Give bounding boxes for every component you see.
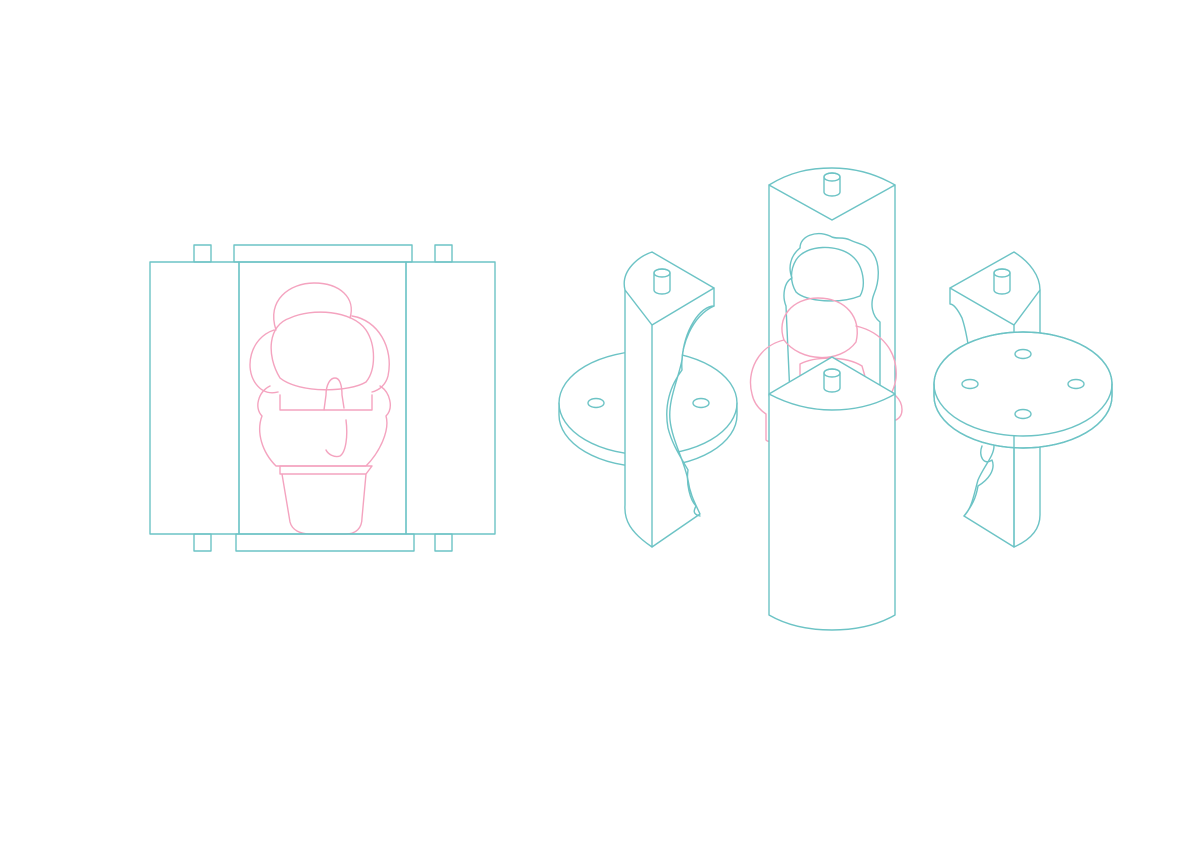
front-center-block [238, 261, 407, 535]
front-cone-cup [279, 465, 373, 535]
front-band [279, 394, 373, 411]
exploded-cone-top-scoop [781, 297, 858, 359]
front-center-drip [323, 377, 345, 411]
front-bottom-right-peg [434, 533, 453, 552]
front-top-bar [233, 244, 413, 263]
front-view-mold-frame [149, 244, 496, 552]
front-drip-detail [325, 419, 348, 458]
right-disc-hole-3 [1067, 378, 1085, 390]
right-disc-hole-1 [1014, 348, 1032, 360]
back-piece-top-face [768, 184, 896, 221]
front-lower-scoop [257, 385, 391, 467]
left-mold-piece [623, 251, 715, 548]
back-piece-cavity-inner [790, 246, 864, 302]
exploded-mold-view [558, 167, 1113, 631]
right-base-disc [933, 331, 1113, 449]
left-disc-hole-1 [587, 397, 605, 409]
front-top-left-peg [193, 244, 212, 263]
front-left-side-scoop [249, 329, 279, 394]
front-top-scoop [273, 282, 352, 331]
front-piece-top-face [768, 393, 896, 411]
front-top-right-peg [434, 244, 453, 263]
front-view-ice-cream-cone [249, 282, 391, 535]
left-disc-hole-2 [692, 397, 710, 409]
front-left-block [149, 261, 240, 535]
front-right-block [405, 261, 496, 535]
front-mold-piece [768, 356, 896, 631]
back-piece-body [768, 167, 896, 397]
right-disc-hole-4 [1014, 408, 1032, 420]
right-disc-hole-2 [961, 378, 979, 390]
right-disc-edge [933, 383, 1113, 449]
right-piece-lower-cavity-line [963, 445, 994, 517]
front-bottom-left-peg [193, 533, 212, 552]
front-middle-scoop [270, 311, 375, 391]
front-view-assembled-mold [149, 244, 496, 552]
left-piece-cavity [666, 305, 715, 517]
front-bottom-bar [235, 533, 415, 552]
front-piece-peg-cap [823, 368, 841, 378]
back-piece-peg-cap [823, 172, 841, 182]
right-piece-peg-cap [993, 268, 1011, 278]
front-right-side-scoop [351, 315, 390, 393]
right-piece-lower-cavity [963, 435, 1015, 548]
back-mold-piece [768, 167, 896, 397]
left-piece-peg-cap [653, 268, 671, 278]
back-piece-cavity-scoop [799, 232, 881, 397]
front-piece-body [768, 356, 896, 631]
